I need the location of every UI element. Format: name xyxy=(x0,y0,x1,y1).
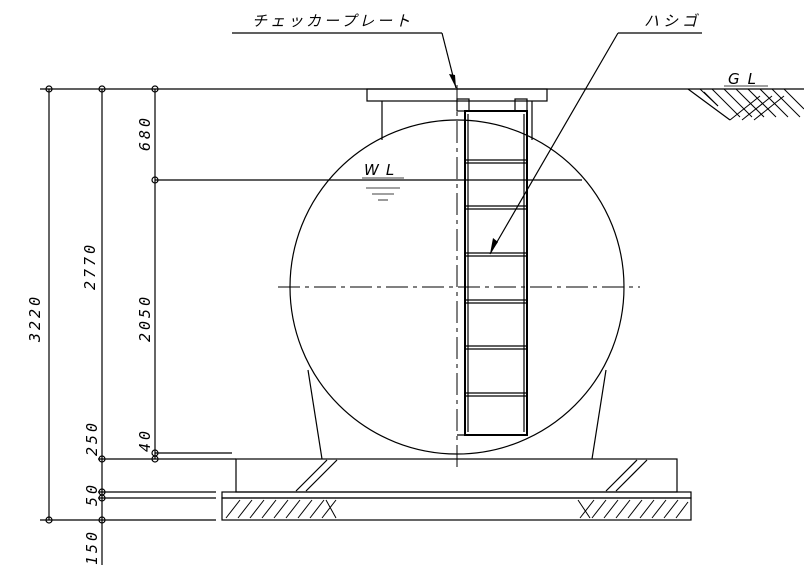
dimension-dots xyxy=(45,85,159,524)
dim-50: 50 xyxy=(83,482,101,506)
dim-40: 40 xyxy=(136,428,154,452)
ladder-arrow xyxy=(490,238,498,254)
wl-label: WL xyxy=(364,161,401,179)
gl-label: GL xyxy=(728,70,764,88)
checker-plate-label: チェッカープレート xyxy=(252,12,413,30)
dim-150: 150 xyxy=(83,529,101,565)
gravel-hatch xyxy=(225,499,689,519)
dim-680: 680 xyxy=(136,115,154,151)
dim-250: 250 xyxy=(83,420,101,456)
dim-3220: 3220 xyxy=(26,294,44,343)
leveling-slab xyxy=(221,491,692,499)
ground-hatch xyxy=(687,88,804,121)
dim-2770: 2770 xyxy=(81,242,99,290)
skirt-right xyxy=(591,369,607,460)
skirt-left xyxy=(307,369,323,460)
dim-2050: 2050 xyxy=(136,294,154,342)
ladder-label: ハシゴ xyxy=(644,12,701,30)
ladder-leader xyxy=(489,32,619,255)
ladder xyxy=(457,110,528,436)
checker-plate-arrow xyxy=(449,74,456,88)
foundation-hatch xyxy=(295,459,648,492)
gravel-base xyxy=(221,497,692,521)
